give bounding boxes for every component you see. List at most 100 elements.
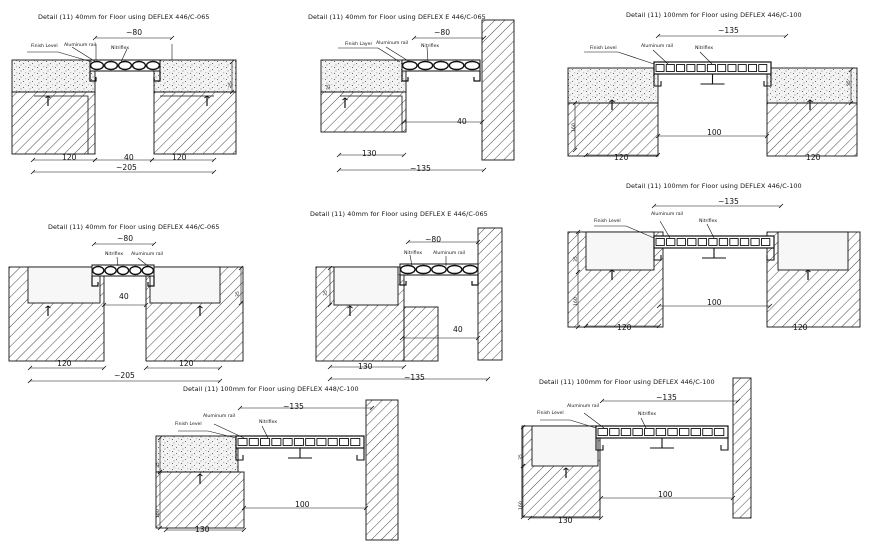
dimension-tick (92, 35, 98, 41)
dimension-label: ~205 (116, 163, 137, 172)
dimension-label: 120 (179, 359, 194, 368)
dimension-tick (92, 157, 98, 163)
aluminum-rail (595, 438, 729, 451)
nitriflex-cell (609, 428, 620, 436)
screed-layer (153, 59, 237, 93)
dimension-tick (598, 495, 604, 501)
nitriflex-cell (597, 428, 608, 436)
finish-level-label: Finish Layer (345, 42, 373, 47)
dimension-label: ~135 (718, 197, 739, 206)
leader-line (625, 225, 655, 239)
dimension-label: ~135 (656, 393, 677, 402)
detail-7 (155, 399, 399, 541)
screed-layer (567, 67, 659, 104)
dimension-tick (27, 365, 33, 371)
anchor-bolt-head (347, 305, 353, 309)
dimension-tick (327, 376, 333, 382)
dimension-tick (651, 203, 657, 209)
nitriflex-cell (632, 428, 643, 436)
concrete-slab (153, 91, 237, 155)
dimension-label: ~80 (117, 234, 134, 243)
detail-title: Detail (11) 100mm for Floor using DEFLEX… (626, 11, 802, 19)
anchor-bolt-head (45, 305, 51, 309)
dimension-tick (237, 405, 243, 411)
detail-4 (8, 241, 244, 384)
detail-title: Detail (11) 100mm for Floor using DEFLEX… (539, 378, 715, 386)
nitriflex-cell (644, 428, 655, 436)
nitriflex-cell (116, 265, 130, 276)
nitriflex-cell (117, 60, 133, 71)
nitriflex-cell (655, 428, 667, 436)
dimension-label: 35 (327, 84, 332, 90)
dimension-tick (369, 405, 375, 411)
dimension-tick (327, 265, 333, 271)
leader-line (409, 254, 413, 267)
nitriflex-cell (260, 438, 271, 446)
dimension-tick (217, 378, 223, 384)
finish-block (149, 266, 221, 304)
finish-block (531, 425, 599, 467)
aluminum-rail (653, 248, 775, 261)
dimension-tick (735, 398, 741, 404)
leader-line (213, 423, 245, 439)
nitriflex-label: Nitriflex (111, 46, 130, 51)
nitriflex-cell (697, 238, 707, 246)
dimension-tick (363, 505, 369, 511)
dimension-tick (169, 35, 175, 41)
dimension-tick (401, 364, 407, 370)
leader-line (640, 417, 647, 429)
finish-block (27, 266, 101, 304)
leader-line (385, 46, 411, 63)
dimension-label: 100 (707, 128, 722, 137)
dimension-tick (241, 505, 247, 511)
nitriflex-cell (145, 60, 161, 71)
dimension-label: 130 (195, 525, 210, 534)
detail-3 (567, 33, 858, 158)
aluminum-rail-label: Aluminum rail (64, 43, 97, 48)
nitriflex-cell (282, 438, 293, 446)
nitriflex-cell (750, 238, 760, 246)
screed-layer (155, 435, 239, 473)
dimension-tick (778, 203, 784, 209)
dimension-tick (157, 469, 163, 475)
dimension-label: 35 (324, 290, 329, 296)
leader-line (617, 51, 655, 65)
dimension-tick (475, 239, 481, 245)
dimension-tick (229, 89, 235, 95)
nitriflex-cell (131, 60, 147, 71)
nitriflex-cell (761, 238, 771, 246)
leader-line (261, 425, 269, 439)
finish-level-label: Finish Level (175, 422, 202, 427)
dimension-tick (229, 59, 235, 65)
concrete-slab (766, 102, 858, 157)
nitriflex-cell (687, 238, 697, 246)
dimension-tick (764, 133, 770, 139)
anchor-bolt-head (609, 99, 615, 103)
dimension-label: 40 (119, 292, 129, 301)
dimension-label: 100 (658, 490, 673, 499)
dimension-tick (655, 133, 661, 139)
nitriflex-cell (696, 64, 706, 72)
anchor-bolt-head (45, 95, 51, 99)
nitriflex-cell (103, 60, 119, 71)
dimension-label: ~80 (434, 28, 451, 37)
nitriflex-cell (129, 265, 142, 276)
dimension-tick (211, 169, 217, 175)
dimension-tick (149, 157, 155, 163)
dimension-tick (520, 424, 526, 430)
leader-line (652, 49, 669, 65)
dimension-label: ~80 (126, 28, 143, 37)
dimension-tick (583, 323, 589, 329)
finish-level-label: Finish Level (537, 411, 564, 416)
nitriflex-label: Nitriflex (421, 44, 440, 49)
nitriflex-cell (620, 428, 632, 436)
dimension-tick (401, 119, 407, 125)
dimension-label: ~80 (425, 235, 442, 244)
dimension-tick (655, 33, 661, 39)
dimension-tick (238, 300, 244, 306)
nitriflex-label: Nitriflex (105, 252, 124, 257)
dimension-label: 160 (519, 501, 524, 510)
aluminum-rail-label: Aluminum rail (567, 404, 600, 409)
dimension-label: 120 (57, 359, 72, 368)
dimension-tick (575, 324, 581, 330)
